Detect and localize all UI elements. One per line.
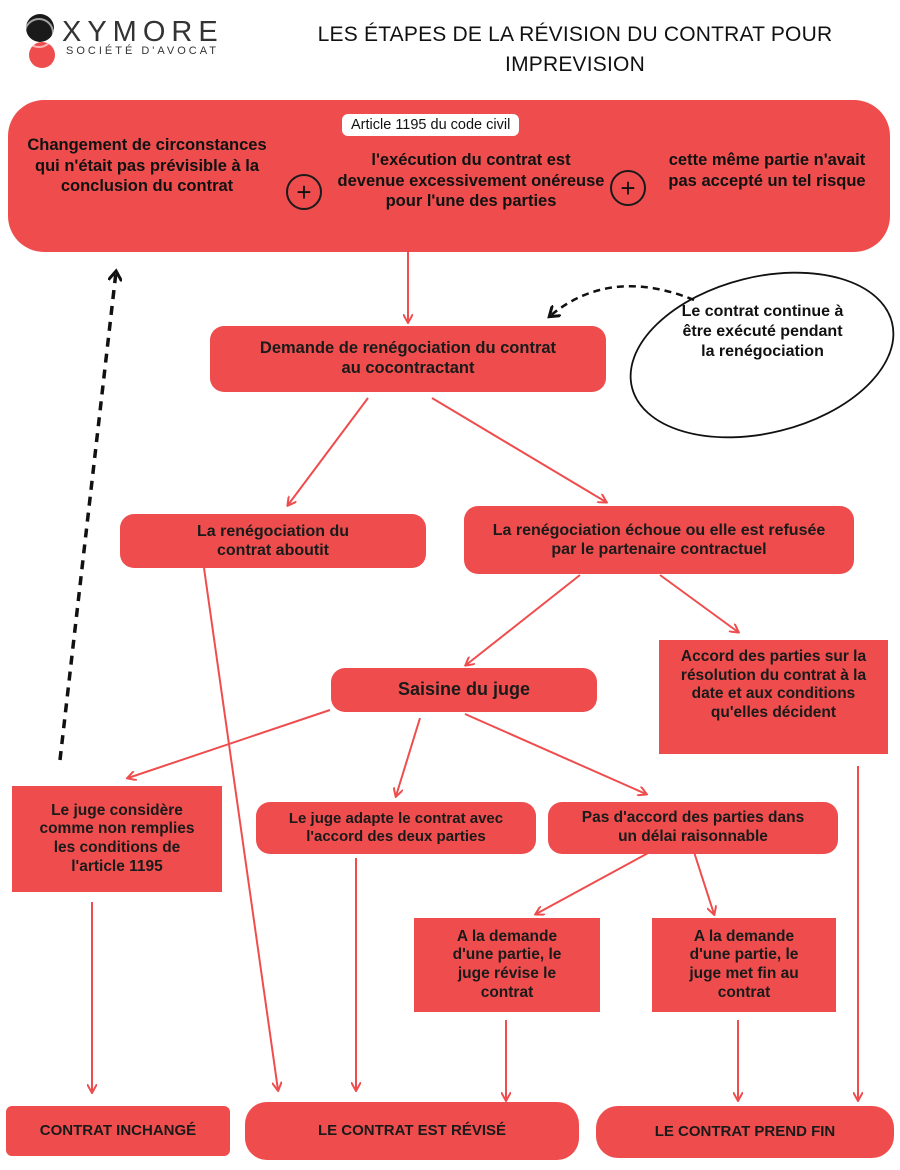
step-renegociation-aboutit: La renégociation du contrat aboutit: [120, 514, 426, 568]
condition-risque: cette même partie n'avait pas accepté un…: [668, 151, 866, 190]
step-saisine-juge: Saisine du juge: [331, 668, 597, 712]
logo: [24, 14, 256, 74]
logo-subtitle: SOCIÉTÉ D'AVOCAT: [66, 45, 219, 57]
step-juge-adapte: Le juge adapte le contrat avec l'accord …: [256, 802, 536, 854]
page-title: LES ÉTAPES DE LA RÉVISION DU CONTRAT POU…: [317, 23, 833, 77]
outcome-contrat-inchange: CONTRAT INCHANGÉ: [6, 1106, 230, 1156]
arrow-saisine-to-pasaccord: [464, 713, 646, 794]
step-accord-resolution: Accord des parties sur la résolution du …: [659, 640, 888, 754]
dashed-arrow-note-to-demande: [550, 285, 695, 316]
step-pas-accord: Pas d'accord des parties dans un délai r…: [548, 802, 838, 854]
arrow-pasaccord-to-metfin-juge: [693, 851, 714, 914]
accord-prefix: Accord des parties sur la: [680, 648, 867, 665]
arrow-pasaccord-to-revise-juge: [536, 851, 651, 914]
plus-icon-1: +: [286, 174, 322, 210]
dashed-arrow-back-to-article: [58, 272, 116, 761]
step-juge-considere: Le juge considère comme non remplies les…: [12, 786, 222, 892]
accord-suffix: à la date et aux conditions qu'elles déc…: [691, 666, 867, 721]
step-demande-renegociation: Demande de renégociation du contrat au c…: [210, 326, 606, 392]
arrow-demande-to-echoue: [431, 397, 606, 502]
note-ellipse: [629, 271, 895, 439]
condition-changement: Changement de circonstances qui n'était …: [27, 136, 267, 196]
arrow-demande-to-aboutit: [288, 397, 369, 505]
arrow-echoue-to-accord: [659, 574, 738, 632]
condition-onereuse: l'exécution du contrat est devenue exces…: [337, 151, 605, 211]
arrow-aboutit-to-revise: [203, 567, 278, 1090]
arrow-saisine-to-adapte: [396, 717, 421, 796]
step-juge-revise: A la demande d'une partie, le juge révis…: [414, 918, 600, 1012]
outcome-contrat-prend-fin: LE CONTRAT PREND FIN: [596, 1106, 894, 1158]
outcome-contrat-revise: LE CONTRAT EST RÉVISÉ: [245, 1102, 579, 1160]
logo-ring-icon: [24, 18, 54, 48]
accord-bold: résolution du contrat: [680, 666, 836, 684]
arrow-echoue-to-saisine: [466, 574, 581, 665]
plus-icon-2: +: [610, 170, 646, 206]
article-label: Article 1195 du code civil: [342, 114, 520, 136]
step-juge-met-fin: A la demande d'une partie, le juge met f…: [652, 918, 836, 1012]
step-renegociation-echoue: La renégociation échoue ou elle est refu…: [464, 506, 854, 574]
arrow-saisine-to-considere: [128, 709, 331, 778]
logo-wordmark: XYMORE: [62, 16, 224, 48]
note-renegociation: Le contrat continue à être exécuté penda…: [681, 303, 844, 360]
